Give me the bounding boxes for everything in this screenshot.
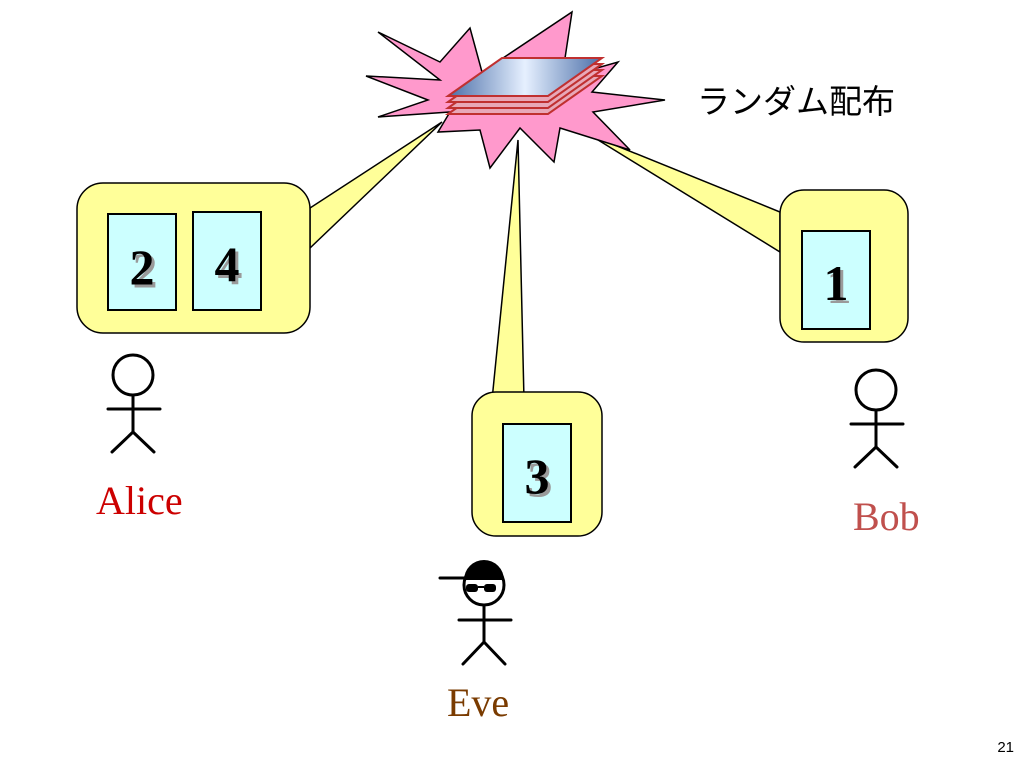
eve-label: Eve [447, 680, 509, 725]
card-value: 1 [824, 255, 849, 311]
eve-stick-figure-with-cap-and-sunglasses-icon [438, 560, 513, 666]
eve-bubble-tail [491, 139, 525, 401]
svg-text:2: 2 [133, 242, 158, 298]
alice-label: Alice [96, 478, 183, 523]
card: 1 1 [801, 230, 871, 330]
svg-text:3: 3 [528, 451, 553, 507]
card-deck-icon [444, 57, 606, 115]
alice-bubble-tail [309, 121, 443, 250]
page-number: 21 [997, 739, 1014, 756]
card-value: 4 [215, 236, 240, 292]
bob-stick-figure-icon [849, 368, 905, 469]
svg-text:1: 1 [827, 258, 852, 314]
bob-label: Bob [853, 494, 920, 539]
card-value: 3 [525, 448, 550, 504]
card: 2 2 [107, 213, 177, 311]
card-value: 2 [130, 239, 155, 295]
caption: ランダム配布 [697, 82, 895, 121]
card: 3 3 [502, 423, 572, 523]
bob-bubble-tail [589, 134, 781, 254]
alice-stick-figure-icon [106, 353, 162, 454]
svg-text:4: 4 [218, 239, 243, 295]
card: 4 4 [192, 211, 262, 311]
